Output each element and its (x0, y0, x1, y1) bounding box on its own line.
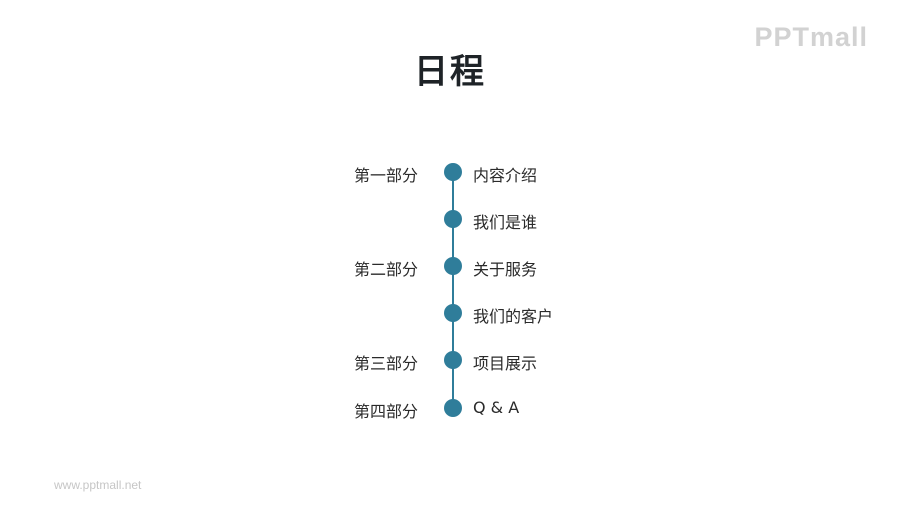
agenda-item: 项目展示 (473, 354, 538, 373)
agenda-item: Q & A (473, 398, 520, 417)
agenda-row: 第三部分 项目展示 (0, 349, 900, 373)
agenda-item: 我们是谁 (473, 213, 538, 232)
section-label: 第四部分 (353, 402, 418, 421)
agenda-row: 我们是谁 (0, 208, 900, 232)
page-title: 日程 (414, 52, 486, 92)
agenda-row: 我们的客户 (0, 302, 900, 326)
timeline-dot (444, 210, 462, 228)
timeline-dot (444, 257, 462, 275)
agenda-row: 第一部分 内容介绍 (0, 161, 900, 185)
timeline-dot (444, 351, 462, 369)
agenda-item: 我们的客户 (473, 307, 554, 326)
brand-logo: PPTmall (754, 22, 868, 52)
agenda-row: 第四部分 Q & A (0, 397, 900, 421)
section-label: 第二部分 (353, 260, 418, 279)
agenda-item: 内容介绍 (473, 166, 538, 185)
footer-url: www.pptmall.net (54, 478, 142, 492)
timeline-dot (444, 304, 462, 322)
timeline-dot (444, 399, 462, 417)
section-label: 第三部分 (353, 354, 418, 373)
agenda-item: 关于服务 (473, 260, 538, 279)
timeline-dot (444, 163, 462, 181)
agenda-row: 第二部分 关于服务 (0, 255, 900, 279)
section-label: 第一部分 (353, 166, 418, 185)
timeline-line (452, 172, 454, 408)
